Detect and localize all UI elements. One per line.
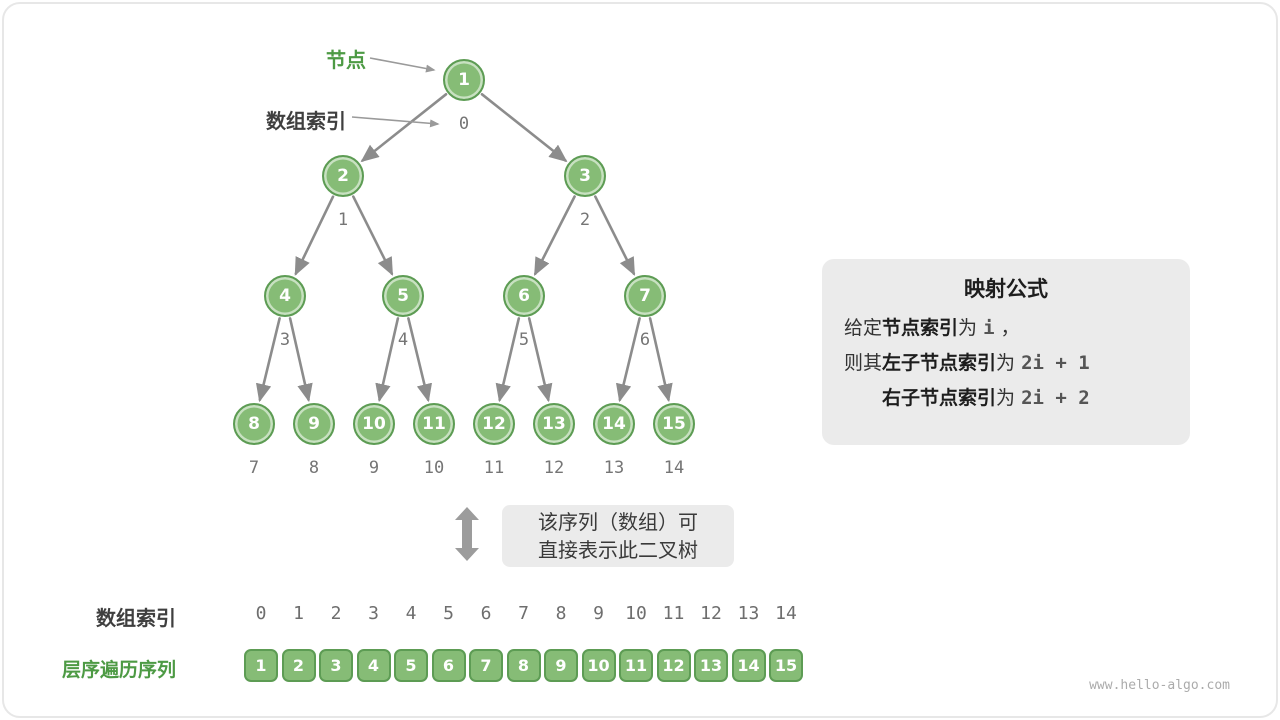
formula-text: ， bbox=[994, 317, 1020, 339]
node-index-label: 7 bbox=[248, 458, 260, 478]
node-pointer-label: 节点 bbox=[326, 48, 366, 72]
formula-text: 给定 bbox=[844, 317, 883, 339]
array-index-value: 12 bbox=[700, 603, 722, 624]
bottom-array-index-label: 数组索引 bbox=[96, 606, 176, 630]
tree-edge bbox=[593, 195, 636, 276]
tree-node-10: 10 bbox=[353, 403, 395, 445]
formula-line-1: 给定节点索引为 i ， bbox=[844, 311, 1168, 346]
formula-line-2: 则其左子节点索引为 2i + 1 bbox=[844, 346, 1168, 381]
formula-bold-text: 左子节点索引 bbox=[882, 352, 997, 374]
array-index-value: 5 bbox=[443, 603, 454, 624]
tree-node-12: 12 bbox=[473, 403, 515, 445]
array-cell: 13 bbox=[694, 649, 728, 682]
mapping-formula-box: 映射公式 给定节点索引为 i ， 则其左子节点索引为 2i + 1 右子节点索引… bbox=[822, 259, 1190, 445]
array-index-pointer-label: 数组索引 bbox=[266, 109, 346, 133]
tree-node-9: 9 bbox=[293, 403, 335, 445]
array-index-value: 14 bbox=[775, 603, 797, 624]
node-index-label: 3 bbox=[279, 330, 291, 350]
tree-edge bbox=[294, 195, 335, 276]
formula-text: 为 bbox=[996, 352, 1022, 374]
tree-node-11: 11 bbox=[413, 403, 455, 445]
array-cell: 15 bbox=[769, 649, 803, 682]
tree-node-13: 13 bbox=[533, 403, 575, 445]
tree-node-15: 15 bbox=[653, 403, 695, 445]
array-index-value: 0 bbox=[255, 603, 267, 624]
node-index-label: 13 bbox=[603, 458, 625, 478]
array-cell: 5 bbox=[394, 649, 428, 682]
tree-edge bbox=[533, 195, 576, 277]
array-index-value: 9 bbox=[593, 603, 604, 624]
tree-node-5: 5 bbox=[382, 275, 424, 317]
array-index-value: 4 bbox=[405, 603, 417, 624]
array-cell: 7 bbox=[469, 649, 503, 682]
node-index-label: 2 bbox=[579, 210, 591, 230]
formula-line-3: 右子节点索引为 2i + 2 bbox=[844, 381, 1168, 416]
array-cell: 2 bbox=[281, 649, 316, 682]
array-cell: 4 bbox=[356, 649, 391, 682]
note-line: 直接表示此二叉树 bbox=[538, 538, 698, 562]
array-index-value: 13 bbox=[737, 603, 760, 624]
formula-text: 为 bbox=[958, 317, 984, 339]
array-cell: 14 bbox=[731, 649, 766, 682]
array-index-value: 2 bbox=[330, 603, 342, 624]
array-index-value: 6 bbox=[480, 603, 492, 624]
node-index-label: 8 bbox=[308, 458, 320, 478]
tree-edges bbox=[255, 93, 673, 403]
tree-node-8: 8 bbox=[233, 403, 275, 445]
array-index-value: 3 bbox=[368, 603, 379, 624]
array-index-value: 7 bbox=[518, 603, 529, 624]
node-index-label: 14 bbox=[663, 458, 685, 478]
tree-edge bbox=[351, 195, 394, 276]
array-index-value: 10 bbox=[625, 603, 647, 624]
index-pointer-line bbox=[351, 116, 440, 128]
node-index-label: 11 bbox=[483, 458, 505, 478]
inline-code: 2i + 1 bbox=[1021, 352, 1090, 374]
inline-code: i bbox=[983, 317, 995, 339]
array-index-value: 11 bbox=[662, 603, 685, 624]
array-cell: 1 bbox=[244, 649, 278, 682]
array-cell: 8 bbox=[506, 649, 541, 682]
tree-node-4: 4 bbox=[264, 275, 306, 317]
array-cell: 12 bbox=[656, 649, 691, 682]
tree-node-6: 6 bbox=[503, 275, 545, 317]
tree-node-3: 3 bbox=[564, 155, 606, 197]
updown-arrow-icon bbox=[455, 507, 479, 561]
tree-node-2: 2 bbox=[322, 155, 364, 197]
node-pointer-line bbox=[369, 57, 436, 73]
formula-bold-text: 节点索引 bbox=[882, 317, 959, 339]
array-cell: 9 bbox=[544, 649, 578, 682]
array-cell: 6 bbox=[431, 649, 466, 682]
array-cell: 11 bbox=[619, 649, 653, 682]
node-index-label: 5 bbox=[518, 330, 530, 350]
node-index-label: 0 bbox=[458, 114, 470, 134]
node-index-label: 6 bbox=[639, 330, 651, 350]
tree-node-7: 7 bbox=[624, 275, 666, 317]
node-index-label: 12 bbox=[543, 458, 565, 478]
level-order-sequence-label: 层序遍历序列 bbox=[61, 659, 176, 681]
array-index-value: 8 bbox=[555, 603, 567, 624]
node-index-label: 10 bbox=[423, 458, 445, 478]
formula-text: 为 bbox=[996, 387, 1022, 409]
watermark: www.hello-algo.com bbox=[1089, 678, 1230, 693]
formula-text: 则其 bbox=[844, 352, 883, 374]
node-index-label: 1 bbox=[337, 210, 349, 230]
array-note-box: 该序列（数组）可 直接表示此二叉树 bbox=[502, 505, 734, 567]
inline-code: 2i + 2 bbox=[1021, 387, 1090, 409]
formula-title: 映射公式 bbox=[964, 277, 1048, 301]
node-index-label: 9 bbox=[368, 458, 380, 478]
array-cell: 3 bbox=[319, 649, 353, 682]
note-line: 该序列（数组）可 bbox=[538, 510, 698, 534]
formula-bold-text: 右子节点索引 bbox=[882, 387, 997, 409]
array-cell: 10 bbox=[581, 649, 616, 682]
array-index-value: 1 bbox=[293, 603, 304, 624]
tree-node-1: 1 bbox=[443, 59, 485, 101]
tree-node-14: 14 bbox=[593, 403, 635, 445]
node-index-label: 4 bbox=[397, 330, 409, 350]
tree-edge bbox=[480, 93, 568, 163]
